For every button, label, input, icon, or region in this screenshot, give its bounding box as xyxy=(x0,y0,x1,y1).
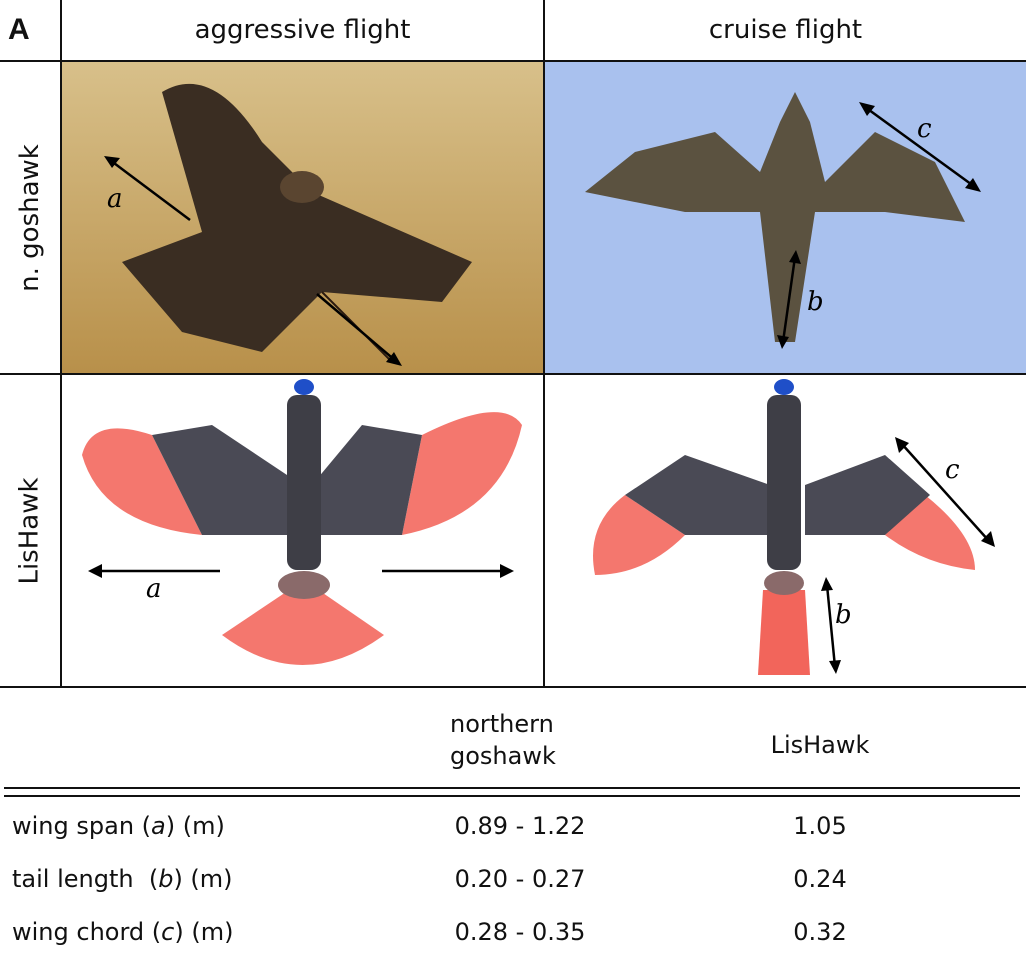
lishawk-value: 0.32 xyxy=(793,918,847,946)
photo-goshawk-aggressive: a xyxy=(62,62,545,375)
lishawk-value: 1.05 xyxy=(793,812,847,840)
header-line: northern xyxy=(450,710,554,738)
lishawk-value: 0.24 xyxy=(793,865,847,893)
render-lishawk-aggressive: a xyxy=(62,375,545,688)
row-label: wing chord (c) (m) xyxy=(12,918,234,946)
row-label-lishawk: LisHawk xyxy=(0,375,62,688)
row-label-text: LisHawk xyxy=(15,476,45,585)
annotation-a: a xyxy=(146,574,162,604)
table-header-goshawk: northern goshawk xyxy=(450,708,556,772)
panel-label: A xyxy=(0,0,62,62)
column-header-aggressive: aggressive flight xyxy=(62,0,545,62)
row-label-text: n. goshawk xyxy=(15,143,46,292)
row-label-goshawk: n. goshawk xyxy=(0,62,62,375)
annotation-a: a xyxy=(107,184,123,214)
annotation-c: c xyxy=(945,455,960,485)
row-label: wing span (a) (m) xyxy=(12,812,225,840)
table-divider xyxy=(4,795,1020,797)
lishawk-cruise-image: c b xyxy=(593,379,995,675)
annotation-c: c xyxy=(917,114,932,144)
lishawk-aggressive-image: a xyxy=(82,379,522,665)
column-header-cruise: cruise flight xyxy=(545,0,1026,62)
annotation-b: b xyxy=(835,600,852,630)
figure-grid: A aggressive flight cruise flight n. gos… xyxy=(0,0,1026,688)
render-lishawk-cruise: c b xyxy=(545,375,1026,688)
goshawk-cruise-image: c b xyxy=(545,62,1026,373)
row-label: tail length (b) (m) xyxy=(12,865,233,893)
table-divider xyxy=(4,787,1020,789)
goshawk-value: 0.89 - 1.22 xyxy=(454,812,586,840)
header-line: goshawk xyxy=(450,742,556,770)
goshawk-value: 0.20 - 0.27 xyxy=(454,865,586,893)
annotation-b: b xyxy=(807,287,824,317)
photo-goshawk-cruise: c b xyxy=(545,62,1026,375)
goshawk-value: 0.28 - 0.35 xyxy=(454,918,586,946)
table-header-lishawk: LisHawk xyxy=(770,731,870,759)
goshawk-aggressive-image: a xyxy=(62,62,543,373)
